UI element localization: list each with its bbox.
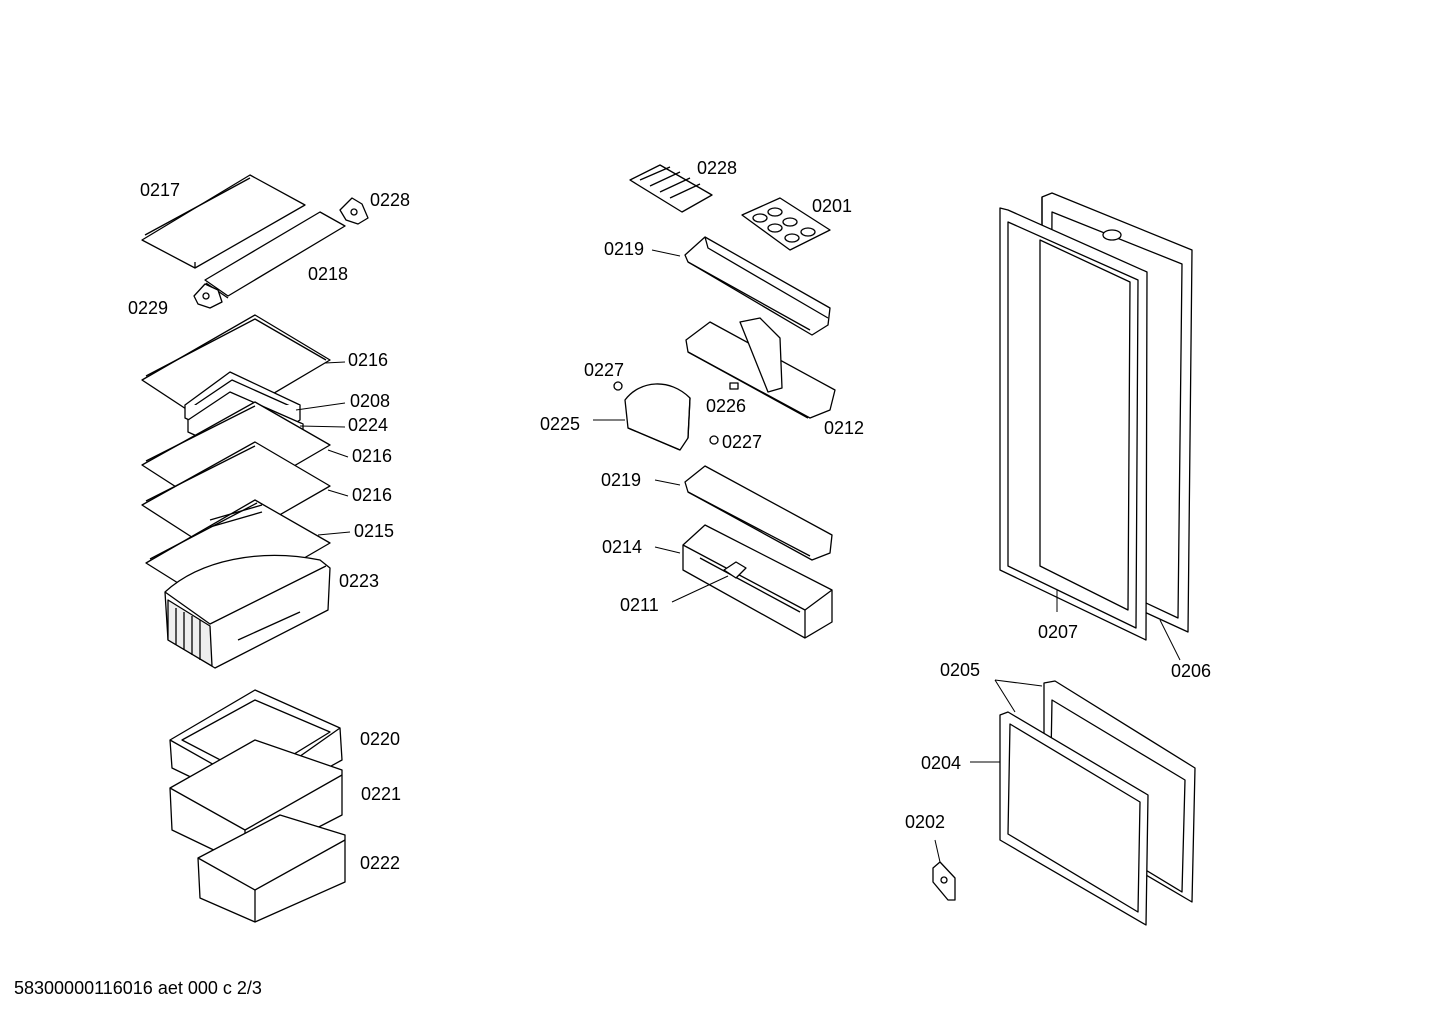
label-0225: 0225 bbox=[540, 414, 580, 434]
label-0222: 0222 bbox=[360, 853, 400, 873]
door-bin-0219-bottom[interactable] bbox=[684, 465, 833, 561]
washer-0227-top[interactable] bbox=[613, 381, 623, 391]
label-0207: 0207 bbox=[1038, 622, 1078, 642]
divider-0211[interactable] bbox=[723, 561, 747, 579]
label-0202: 0202 bbox=[905, 812, 945, 832]
door-gasket-0204[interactable] bbox=[999, 711, 1149, 926]
document-footer: 58300000116016 aet 000 c 2/3 bbox=[14, 978, 262, 998]
label-0221: 0221 bbox=[361, 784, 401, 804]
label-0219-top: 0219 bbox=[604, 239, 644, 259]
label-0205: 0205 bbox=[940, 660, 980, 680]
label-0201: 0201 bbox=[812, 196, 852, 216]
label-0227-top: 0227 bbox=[584, 360, 624, 380]
door-bin-0214[interactable] bbox=[682, 524, 833, 639]
part-0202[interactable] bbox=[932, 861, 956, 901]
label-0219-bottom: 0219 bbox=[601, 470, 641, 490]
label-0223: 0223 bbox=[339, 571, 379, 591]
label-0211: 0211 bbox=[620, 595, 659, 615]
label-0224: 0224 bbox=[348, 415, 388, 435]
clip-0229[interactable] bbox=[193, 283, 223, 309]
label-0218: 0218 bbox=[308, 264, 348, 284]
door-bin-0219-top[interactable] bbox=[684, 236, 831, 336]
label-0216-mid: 0216 bbox=[352, 446, 392, 466]
glass-shelf-0216-low[interactable] bbox=[141, 441, 331, 553]
label-0204: 0204 bbox=[921, 753, 961, 773]
label-0229: 0229 bbox=[128, 298, 168, 318]
door-bin-0212[interactable] bbox=[685, 317, 836, 419]
label-0220: 0220 bbox=[360, 729, 400, 749]
egg-tray-0201[interactable] bbox=[741, 197, 831, 251]
label-0214: 0214 bbox=[602, 537, 642, 557]
cover-0225[interactable] bbox=[624, 383, 691, 451]
label-0212: 0212 bbox=[824, 418, 864, 438]
washer-0227-bottom[interactable] bbox=[709, 435, 719, 445]
label-0216-top: 0216 bbox=[348, 350, 388, 370]
screw-0226[interactable] bbox=[729, 382, 739, 390]
crisper-0223[interactable] bbox=[164, 554, 331, 669]
label-0217: 0217 bbox=[140, 180, 180, 200]
shelf-0217[interactable] bbox=[141, 174, 306, 269]
label-0226: 0226 bbox=[706, 396, 746, 416]
label-0206: 0206 bbox=[1171, 661, 1211, 681]
label-0227-bottom: 0227 bbox=[722, 432, 762, 452]
label-0215: 0215 bbox=[354, 521, 394, 541]
ice-tray-0228[interactable] bbox=[629, 164, 713, 213]
label-0216-low: 0216 bbox=[352, 485, 392, 505]
label-0228-middle: 0228 bbox=[697, 158, 737, 178]
drawer-0222[interactable] bbox=[197, 814, 346, 923]
label-0228-left: 0228 bbox=[370, 190, 410, 210]
door-gasket-0207[interactable] bbox=[999, 207, 1148, 641]
label-0208: 0208 bbox=[350, 391, 390, 411]
clip-0228-left[interactable] bbox=[339, 197, 369, 225]
